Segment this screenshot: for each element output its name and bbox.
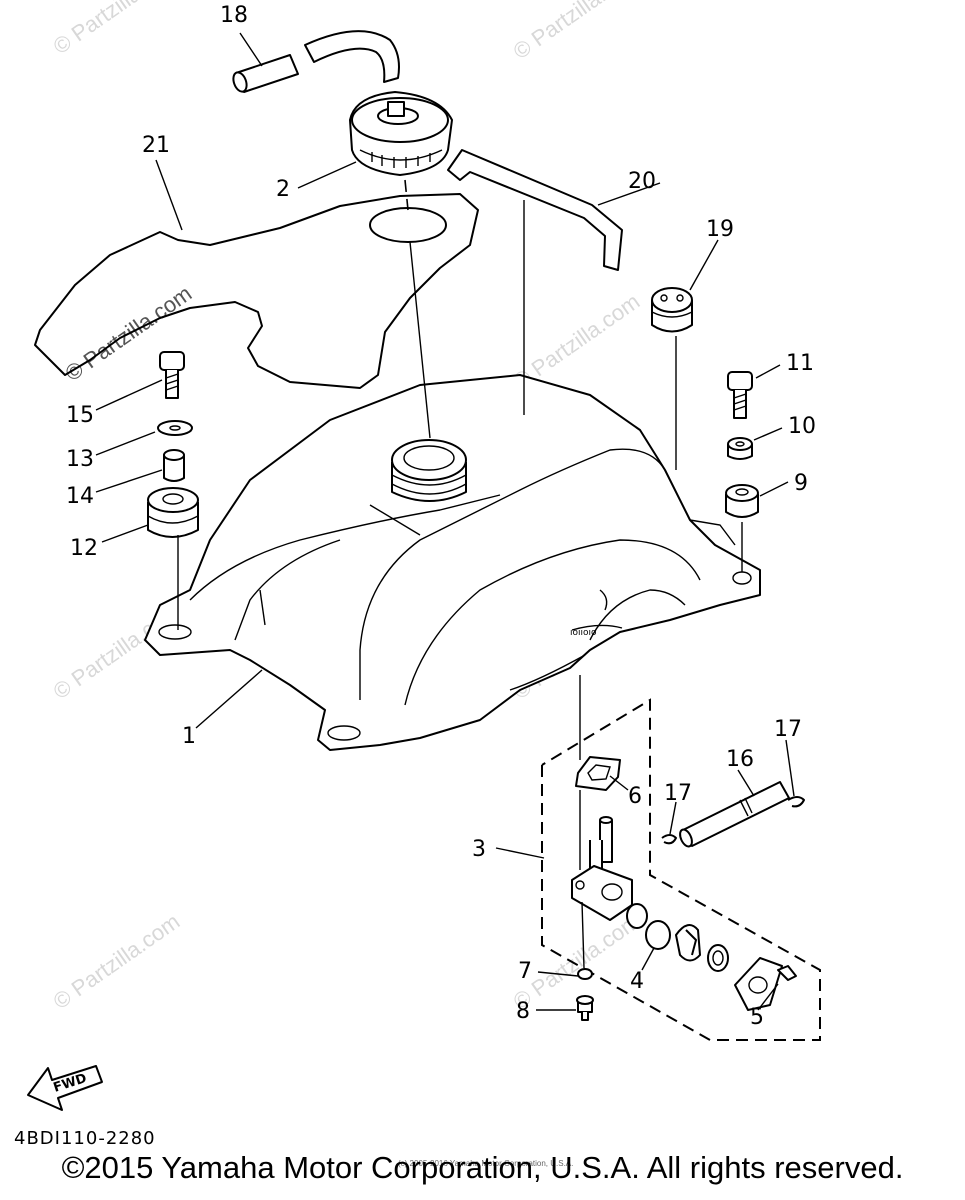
leader-lines xyxy=(95,32,795,1011)
watermark-1: © Partzilla.com xyxy=(49,0,185,59)
copyright-notice: ©2015 Yamaha Motor Corporation, U.S.A. A… xyxy=(61,1150,904,1185)
bolt-15 xyxy=(159,351,185,399)
callout-12: 12 xyxy=(70,536,98,561)
hose-clip-17b xyxy=(787,796,805,808)
fuel-cap xyxy=(349,91,453,176)
callout-14: 14 xyxy=(66,484,94,509)
callout-11: 11 xyxy=(786,351,814,376)
callout-8: 8 xyxy=(516,999,530,1024)
callout-20: 20 xyxy=(628,169,656,194)
drain-bolt-8 xyxy=(576,995,594,1021)
tank-pad-filler-hole xyxy=(369,207,447,243)
callout-17b: 17 xyxy=(774,717,802,742)
grommet-19 xyxy=(651,287,693,333)
callout-6: 6 xyxy=(628,784,642,809)
callout-9: 9 xyxy=(794,471,808,496)
callout-13: 13 xyxy=(66,447,94,472)
hose-clip-17a xyxy=(661,834,677,845)
grommet-12 xyxy=(147,487,199,538)
fuel-hose-16 xyxy=(679,781,790,848)
callout-15: 15 xyxy=(66,403,94,428)
tank-bracket xyxy=(447,149,623,271)
callout-1: 1 xyxy=(182,724,196,749)
callout-2: 2 xyxy=(276,177,290,202)
grommet-9 xyxy=(725,484,759,518)
callout-4: 4 xyxy=(630,969,644,994)
washer-13 xyxy=(157,420,193,436)
washer-7 xyxy=(577,968,593,980)
cock-parts xyxy=(626,903,797,1011)
collar-10 xyxy=(727,437,753,460)
tank-pad-outline xyxy=(34,193,479,389)
watermark-2: © Partzilla.com xyxy=(509,0,645,64)
callout-10: 10 xyxy=(788,414,816,439)
callout-19: 19 xyxy=(706,217,734,242)
fuel-tank: ıoııoıo xyxy=(144,374,761,751)
diagram-code: 4BDI110-2280 xyxy=(14,1128,156,1149)
gasket-6 xyxy=(575,756,621,791)
callout-18: 18 xyxy=(220,3,248,28)
hose-part xyxy=(232,30,400,93)
cap-guide xyxy=(404,179,409,211)
fuel-cock-assembly-box xyxy=(541,698,821,1041)
callout-21: 21 xyxy=(142,133,170,158)
callouts: 18 2 21 20 19 11 10 9 15 13 14 12 1 3 6 … xyxy=(66,3,816,1030)
forward-arrow-icon: FWD xyxy=(27,1065,103,1111)
bolt-11 xyxy=(727,371,753,419)
callout-7: 7 xyxy=(518,959,532,984)
svg-text:ıoııoıo: ıoııoıo xyxy=(570,628,597,638)
watermark-6: © Partzilla.com xyxy=(49,909,185,1015)
fuel-cock xyxy=(571,816,633,921)
copyright-small: (c) 2005-2016 Yamaha Motor Corporation, … xyxy=(398,1159,574,1168)
callout-17a: 17 xyxy=(664,781,692,806)
callout-16: 16 xyxy=(726,747,754,772)
filler-guide xyxy=(409,241,431,439)
collar-14 xyxy=(163,449,185,482)
callout-5: 5 xyxy=(750,1005,764,1030)
callout-3: 3 xyxy=(472,837,486,862)
cock-guide-bottom xyxy=(581,901,585,969)
